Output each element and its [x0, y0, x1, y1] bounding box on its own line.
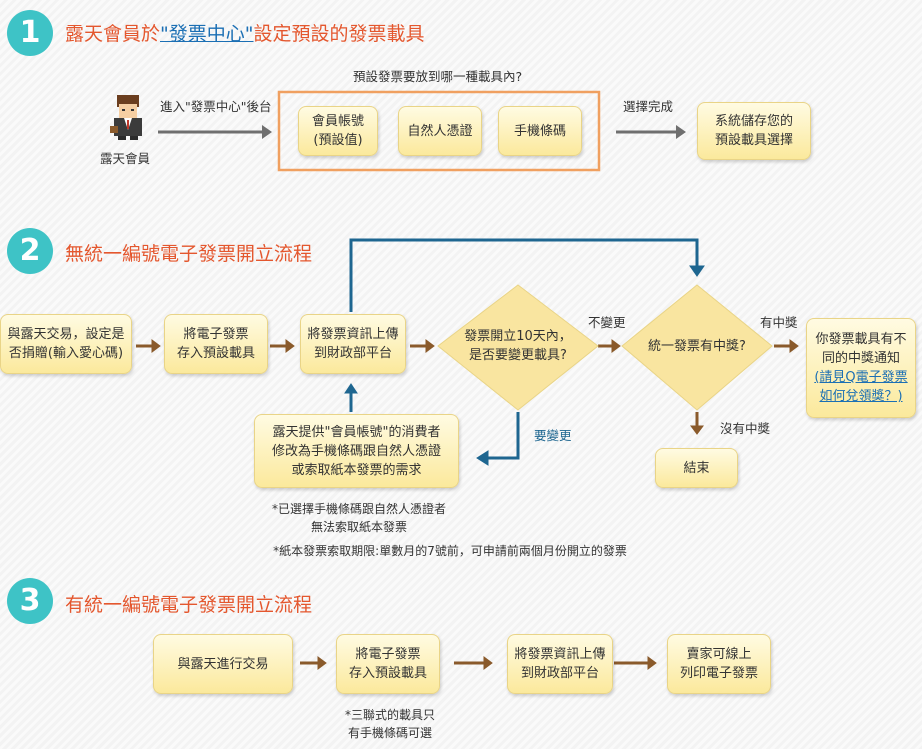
section1-number-badge: 1: [7, 10, 53, 56]
decision2-text: 統一發票有中獎?: [648, 339, 746, 354]
section3-title: 有統一編號電子發票開立流程: [65, 594, 313, 616]
arrow-select-done-label: 選擇完成: [623, 99, 674, 114]
s3-step-upload: 將發票資訊上傳 到財政部平台: [507, 634, 613, 694]
s3-step-trade: 與露天進行交易: [153, 634, 293, 694]
note-paper-deadline: *紙本發票索取期限:單數月的7號前，可申請前兩個月份開立的發票: [273, 544, 627, 558]
person-icon: [110, 95, 142, 140]
person-label: 露天會員: [100, 151, 151, 166]
s3-step-seller-print: 賣家可線上 列印電子發票: [667, 634, 771, 694]
option-member-account: 會員帳號 (預設值): [298, 106, 378, 156]
change-label: 要變更: [534, 428, 572, 443]
s2-step-trade-donate: 與露天交易，設定是 否捐贈(輸入愛心碼): [0, 314, 132, 374]
carrier-question: 預設發票要放到哪一種載具內?: [353, 69, 523, 84]
decision1-diamond: [437, 284, 599, 411]
note-paper-restriction: *已選擇手機條碼跟自然人憑證者 無法索取紙本發票: [271, 502, 446, 534]
arrow-select-done-head: [676, 125, 686, 139]
win-faq-link[interactable]: (請見Q電子發票 如何兌領獎？): [814, 370, 908, 404]
loop-arrow: [349, 238, 699, 312]
note-triplicate-carrier: *三聯式的載具只 有手機條碼可選: [344, 708, 435, 740]
section2-title: 無統一編號電子發票開立流程: [65, 243, 313, 265]
s2-step-upload: 將發票資訊上傳 到財政部平台: [300, 314, 406, 374]
options-frame: [277, 90, 601, 172]
option-mobile-barcode: 手機條碼: [498, 106, 582, 156]
change-arrow: [486, 412, 520, 460]
s2-step-store-carrier: 將電子發票 存入預設載具: [164, 314, 268, 374]
change-request-box: 露天提供"會員帳號"的消費者 修改為手機條碼跟自然人憑證 或索取紙本發票的需求: [254, 414, 459, 488]
section2-number-badge: 2: [7, 228, 53, 274]
section1-title: 露天會員於"發票中心"設定預設的發票載具: [65, 23, 425, 45]
s3-step-store-carrier: 將電子發票 存入預設載具: [336, 634, 440, 694]
end-box: 結束: [655, 448, 738, 488]
decision1-text: 發票開立10天內， 是否要變更載具?: [464, 329, 572, 363]
win-notice-box: 你發票載具有不 同的中獎通知 (請見Q電子發票 如何兌領獎？): [806, 318, 916, 418]
no-win-label: 沒有中獎: [720, 421, 771, 436]
option-citizen-certificate: 自然人憑證: [398, 106, 482, 156]
arrow-enter-center-head: [262, 125, 272, 139]
no-change-label: 不變更: [588, 315, 626, 330]
arrow-enter-label: 進入"發票中心"後台: [160, 99, 272, 114]
win-notice-text: 你發票載具有不 同的中獎通知: [815, 332, 907, 366]
decision2-diamond: [621, 284, 773, 411]
section3-number-badge: 3: [7, 578, 53, 624]
system-save-box: 系統儲存您的 預設載具選擇: [697, 102, 811, 160]
win-label: 有中獎: [760, 315, 798, 330]
